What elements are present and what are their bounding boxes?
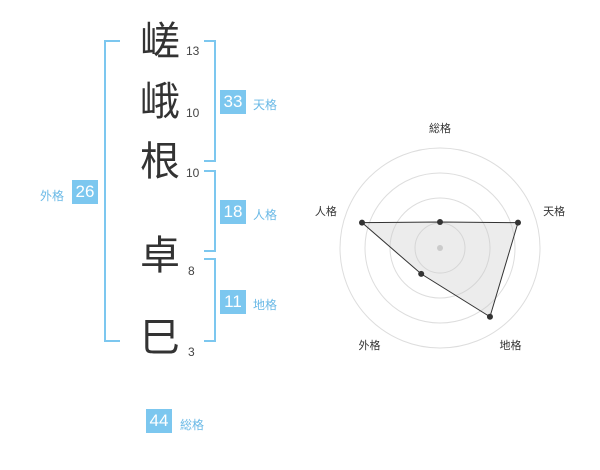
radar-point-4 — [418, 270, 425, 277]
name-char-1: 嵯 — [140, 19, 180, 65]
name-char-3: 根 — [140, 139, 180, 185]
radar-point-3 — [486, 313, 493, 320]
radar-axis-label-5: 人格 — [315, 204, 337, 218]
chikaku-value: 11 — [220, 290, 246, 314]
radar-score-area — [360, 221, 519, 318]
jinkaku-value: 18 — [220, 200, 246, 224]
radar-axis-label-3: 地格 — [500, 338, 522, 352]
radar-point-2 — [514, 219, 521, 226]
gaikaku-bracket — [104, 40, 120, 342]
stroke-count-5: 3 — [188, 345, 195, 359]
tenkaku-value: 33 — [220, 90, 246, 114]
radar-ring-2 — [389, 197, 491, 299]
radar-axis-label-4: 外格 — [358, 338, 380, 352]
name-char-5: 巳 — [140, 315, 180, 361]
chikaku-bracket — [204, 258, 216, 342]
stroke-count-1: 13 — [186, 44, 200, 58]
radar-point-5 — [359, 219, 366, 226]
tenkaku-label: 天格 — [253, 98, 278, 112]
radar-point-1 — [437, 219, 443, 225]
radar-ring-3 — [364, 172, 516, 324]
radar-center — [437, 245, 443, 251]
soukaku-value: 44 — [146, 409, 172, 433]
name-char-2: 峨 — [140, 79, 180, 125]
soukaku-label: 総格 — [180, 418, 205, 432]
radar-ring-4 — [339, 147, 541, 349]
gaikaku-label: 外格 — [40, 189, 65, 203]
stroke-count-3: 10 — [186, 166, 200, 180]
radar-axis-label-2: 天格 — [543, 204, 565, 218]
gaikaku-value: 26 — [72, 180, 98, 204]
chikaku-label: 地格 — [253, 298, 278, 312]
radar-axis-label-1: 総格 — [429, 121, 451, 135]
jinkaku-bracket — [204, 170, 216, 252]
jinkaku-label: 人格 — [253, 208, 278, 222]
stroke-count-2: 10 — [186, 106, 200, 120]
tenkaku-bracket — [204, 40, 216, 162]
name-char-4: 卓 — [140, 233, 180, 279]
stroke-count-4: 8 — [188, 264, 195, 278]
